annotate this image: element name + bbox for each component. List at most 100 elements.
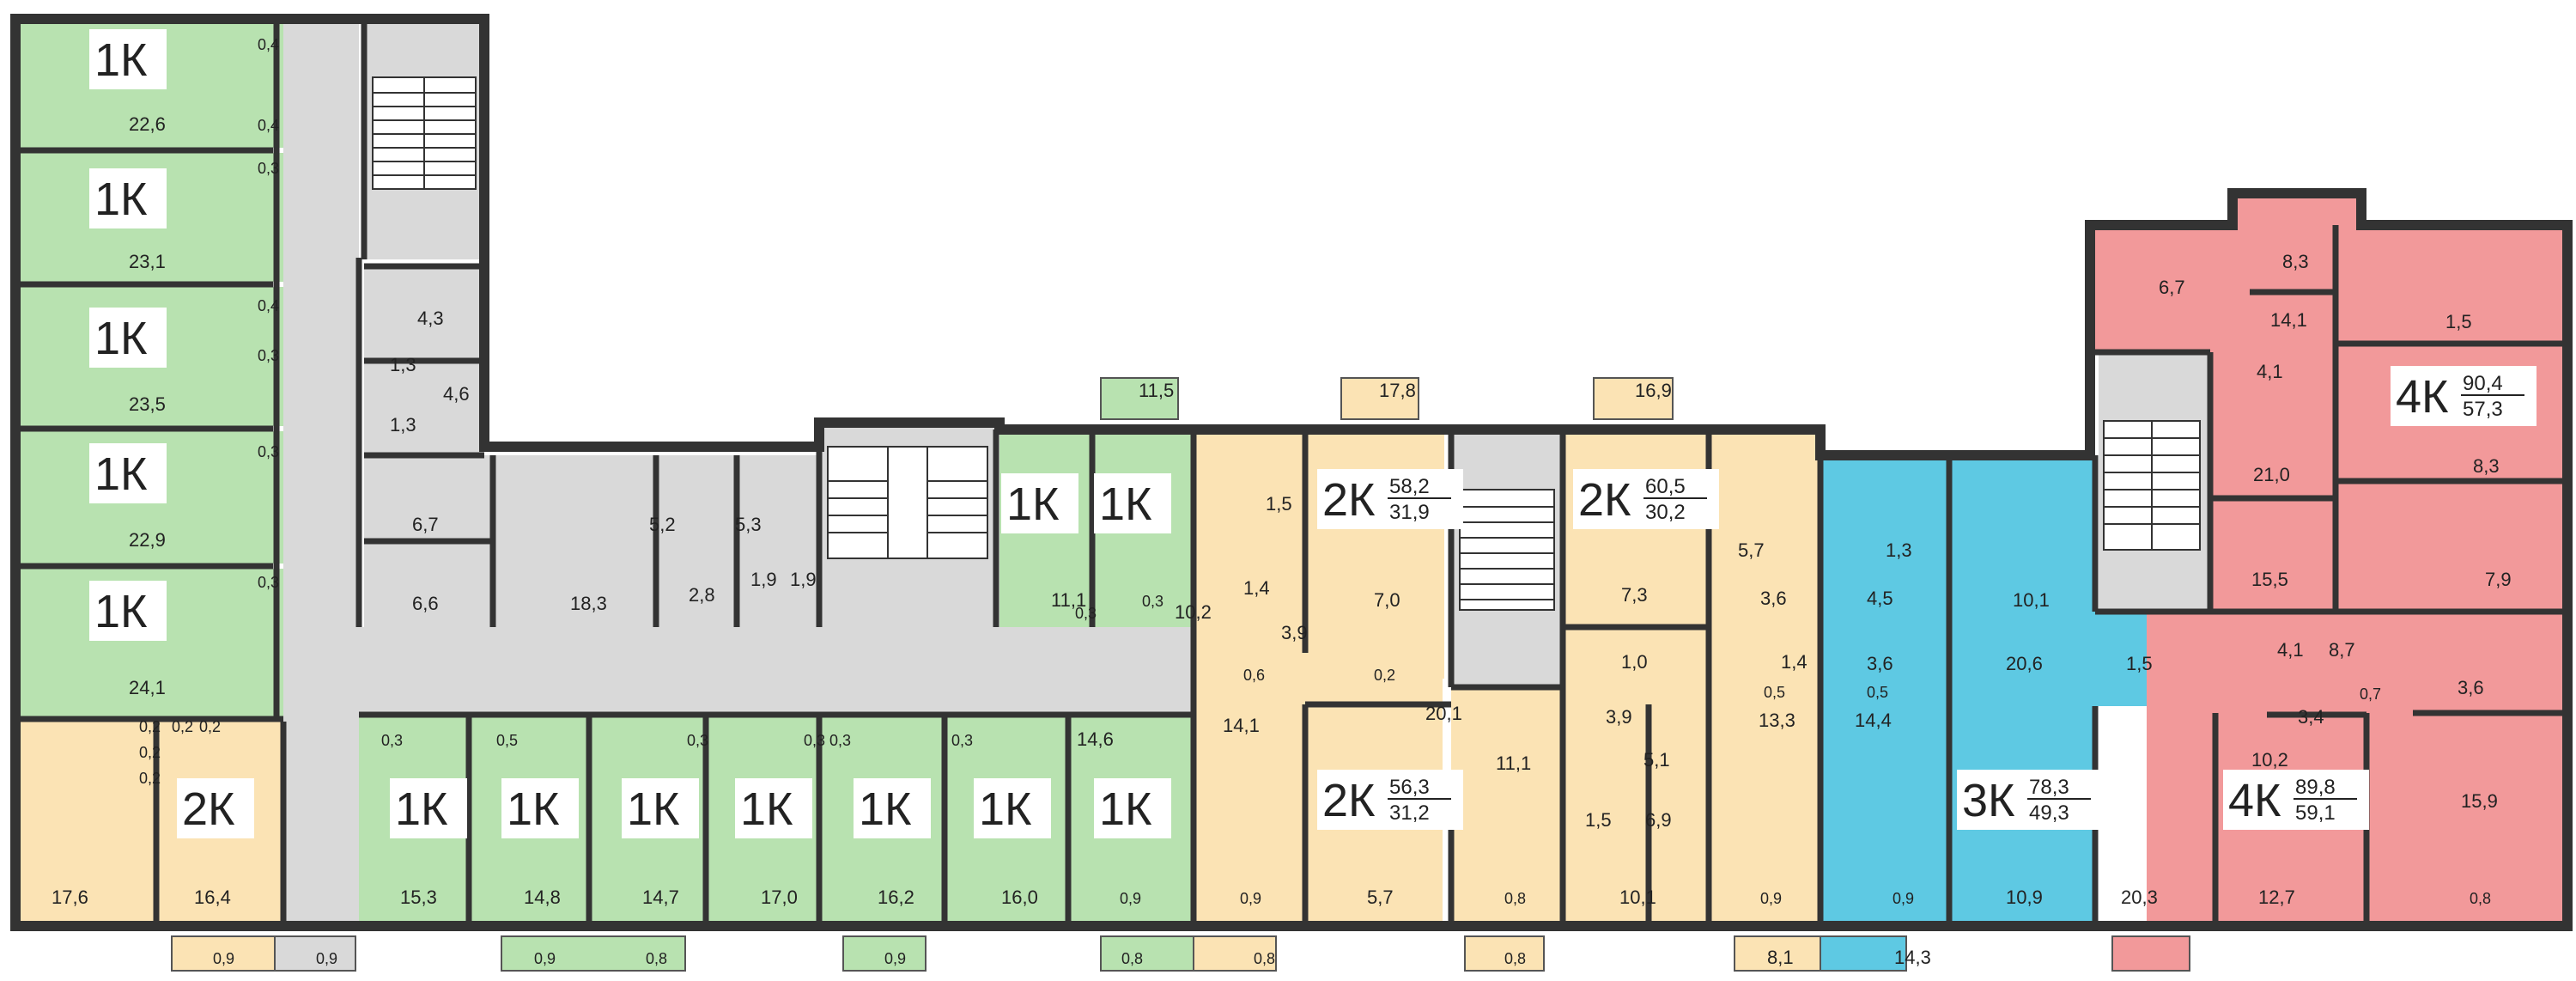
room-area-label: 0,4 — [258, 117, 279, 134]
room-area-label: 0,8 — [646, 950, 667, 967]
room-area-label: 3,6 — [1867, 653, 1893, 674]
room-area-label: 16,9 — [1635, 380, 1672, 401]
apartment-type: 2К — [182, 783, 235, 835]
room-area-label: 0,7 — [2360, 685, 2381, 703]
room-area-label: 0,9 — [1893, 890, 1914, 907]
apartment-total-area: 89,8 — [2295, 776, 2336, 799]
apartment-type: 1К — [94, 448, 148, 500]
apartment-label-bg — [1094, 473, 1171, 533]
apartment-type: 1К — [94, 586, 148, 637]
apt-2k-yellow-b-fill — [1305, 430, 1444, 679]
room-area-label: 0,2 — [139, 718, 161, 735]
room-area-label: 1,3 — [390, 354, 416, 375]
room-area-label: 4,1 — [2257, 361, 2283, 382]
room-area-label: 0,5 — [1867, 684, 1888, 701]
room-area-label: 0,3 — [687, 732, 708, 749]
apt-3k-fill — [1820, 455, 2095, 926]
apartment-label-bg — [622, 778, 699, 838]
balcony-blue — [1820, 935, 1907, 972]
room-area-label: 1,0 — [1621, 651, 1648, 673]
room-area-label: 0,8 — [1504, 890, 1526, 907]
area-labels: 22,60,40,40,323,10,40,323,50,322,90,324,… — [52, 36, 2512, 968]
room-area-label: 0,9 — [1240, 890, 1261, 907]
room-area-label: 0,3 — [1142, 593, 1163, 610]
room-area-label: 14,7 — [642, 887, 679, 908]
room-area-label: 0,3 — [804, 732, 825, 749]
room-area-label: 0,2 — [172, 718, 193, 735]
room-area-label: 16,2 — [878, 887, 914, 908]
apartment-label-bg — [501, 778, 579, 838]
room-area-label: 4,6 — [443, 383, 470, 405]
room-area-label: 4,1 — [2277, 639, 2304, 661]
room-area-label: 0,3 — [951, 732, 973, 749]
room-area-label: 1,9 — [750, 569, 777, 590]
apt-4k-upper-top — [2233, 193, 2361, 228]
room-area-label: 1,4 — [1781, 651, 1807, 673]
room-area-label: 10,1 — [1619, 887, 1656, 908]
apartment-label-bg — [390, 778, 467, 838]
room-area-label: 0,8 — [1504, 950, 1526, 967]
apartment-type: 1К — [1099, 783, 1152, 835]
room-area-label: 0,3 — [258, 574, 279, 591]
room-area-label: 1,5 — [2126, 653, 2153, 674]
room-area-label: 0,3 — [258, 160, 279, 177]
apartment-label-bg — [1094, 778, 1171, 838]
apartment-label-bg — [1001, 473, 1078, 533]
corridor-right-fill — [1451, 687, 1563, 926]
room-area-label: 3,6 — [1760, 588, 1787, 609]
room-area-label: 0,9 — [1120, 890, 1141, 907]
room-area-label: 0,9 — [884, 950, 906, 967]
balcony-y4 — [1464, 935, 1545, 972]
room-area-label: 0,9 — [316, 950, 337, 967]
balcony-left-2 — [274, 935, 356, 972]
room-area-label: 7,3 — [1621, 584, 1648, 606]
room-area-label: 11,1 — [1051, 589, 1086, 611]
apartment-type: 1К — [94, 34, 148, 86]
apartment-label-bg — [89, 443, 167, 503]
room-area-label: 17,8 — [1379, 380, 1416, 401]
room-area-label: 23,1 — [129, 251, 166, 272]
apartment-label-bg — [89, 581, 167, 641]
room-area-label: 6,6 — [412, 593, 439, 614]
room-area-label: 5,7 — [1738, 539, 1765, 561]
corridor-vertical — [283, 19, 359, 926]
room-area-label: 1,5 — [2445, 311, 2472, 332]
balcony-y2 — [1593, 377, 1674, 420]
room-area-label: 5,2 — [649, 514, 676, 535]
room-area-label: 16,0 — [1001, 887, 1038, 908]
balcony-red — [2111, 935, 2190, 972]
room-area-label: 14,8 — [524, 887, 561, 908]
balcony-b1 — [501, 935, 686, 972]
room-area-label: 0,2 — [199, 718, 221, 735]
room-area-label: 5,1 — [1643, 749, 1670, 771]
room-area-label: 4,3 — [417, 308, 444, 329]
room-area-label: 2,8 — [689, 584, 715, 606]
room-area-label: 1,3 — [1886, 539, 1912, 561]
room-area-label: 3,9 — [1606, 706, 1632, 728]
room-area-label: 1,3 — [390, 414, 416, 436]
balcony-y1 — [1340, 377, 1419, 420]
apartment-label-bg — [89, 308, 167, 368]
apartment-type: 1К — [395, 783, 448, 835]
apartment-type: 1К — [507, 783, 560, 835]
room-area-label: 15,3 — [400, 887, 437, 908]
room-area-label: 7,9 — [2485, 569, 2512, 590]
room-area-label: 1,4 — [1243, 577, 1270, 599]
room-area-label: 0,8 — [2470, 890, 2491, 907]
room-area-label: 0,9 — [534, 950, 556, 967]
apartment-type: 2К — [1322, 775, 1376, 826]
room-area-label: 10,2 — [1175, 601, 1212, 623]
room-area-label: 0,2 — [139, 770, 161, 787]
apartment-type: 2К — [1322, 474, 1376, 526]
apartment-label-bg — [89, 29, 167, 89]
apartment-living-area: 30,2 — [1645, 501, 1686, 524]
room-area-label: 0,3 — [829, 732, 851, 749]
room-area-label: 0,4 — [258, 36, 279, 53]
apartment-type: 1К — [1006, 478, 1060, 530]
room-area-label: 0,3 — [1075, 605, 1097, 622]
room-area-label: 16,4 — [194, 887, 231, 908]
room-area-label: 8,1 — [1767, 947, 1794, 968]
inner-walls — [15, 19, 2567, 926]
apartment-living-area: 31,9 — [1389, 501, 1430, 524]
